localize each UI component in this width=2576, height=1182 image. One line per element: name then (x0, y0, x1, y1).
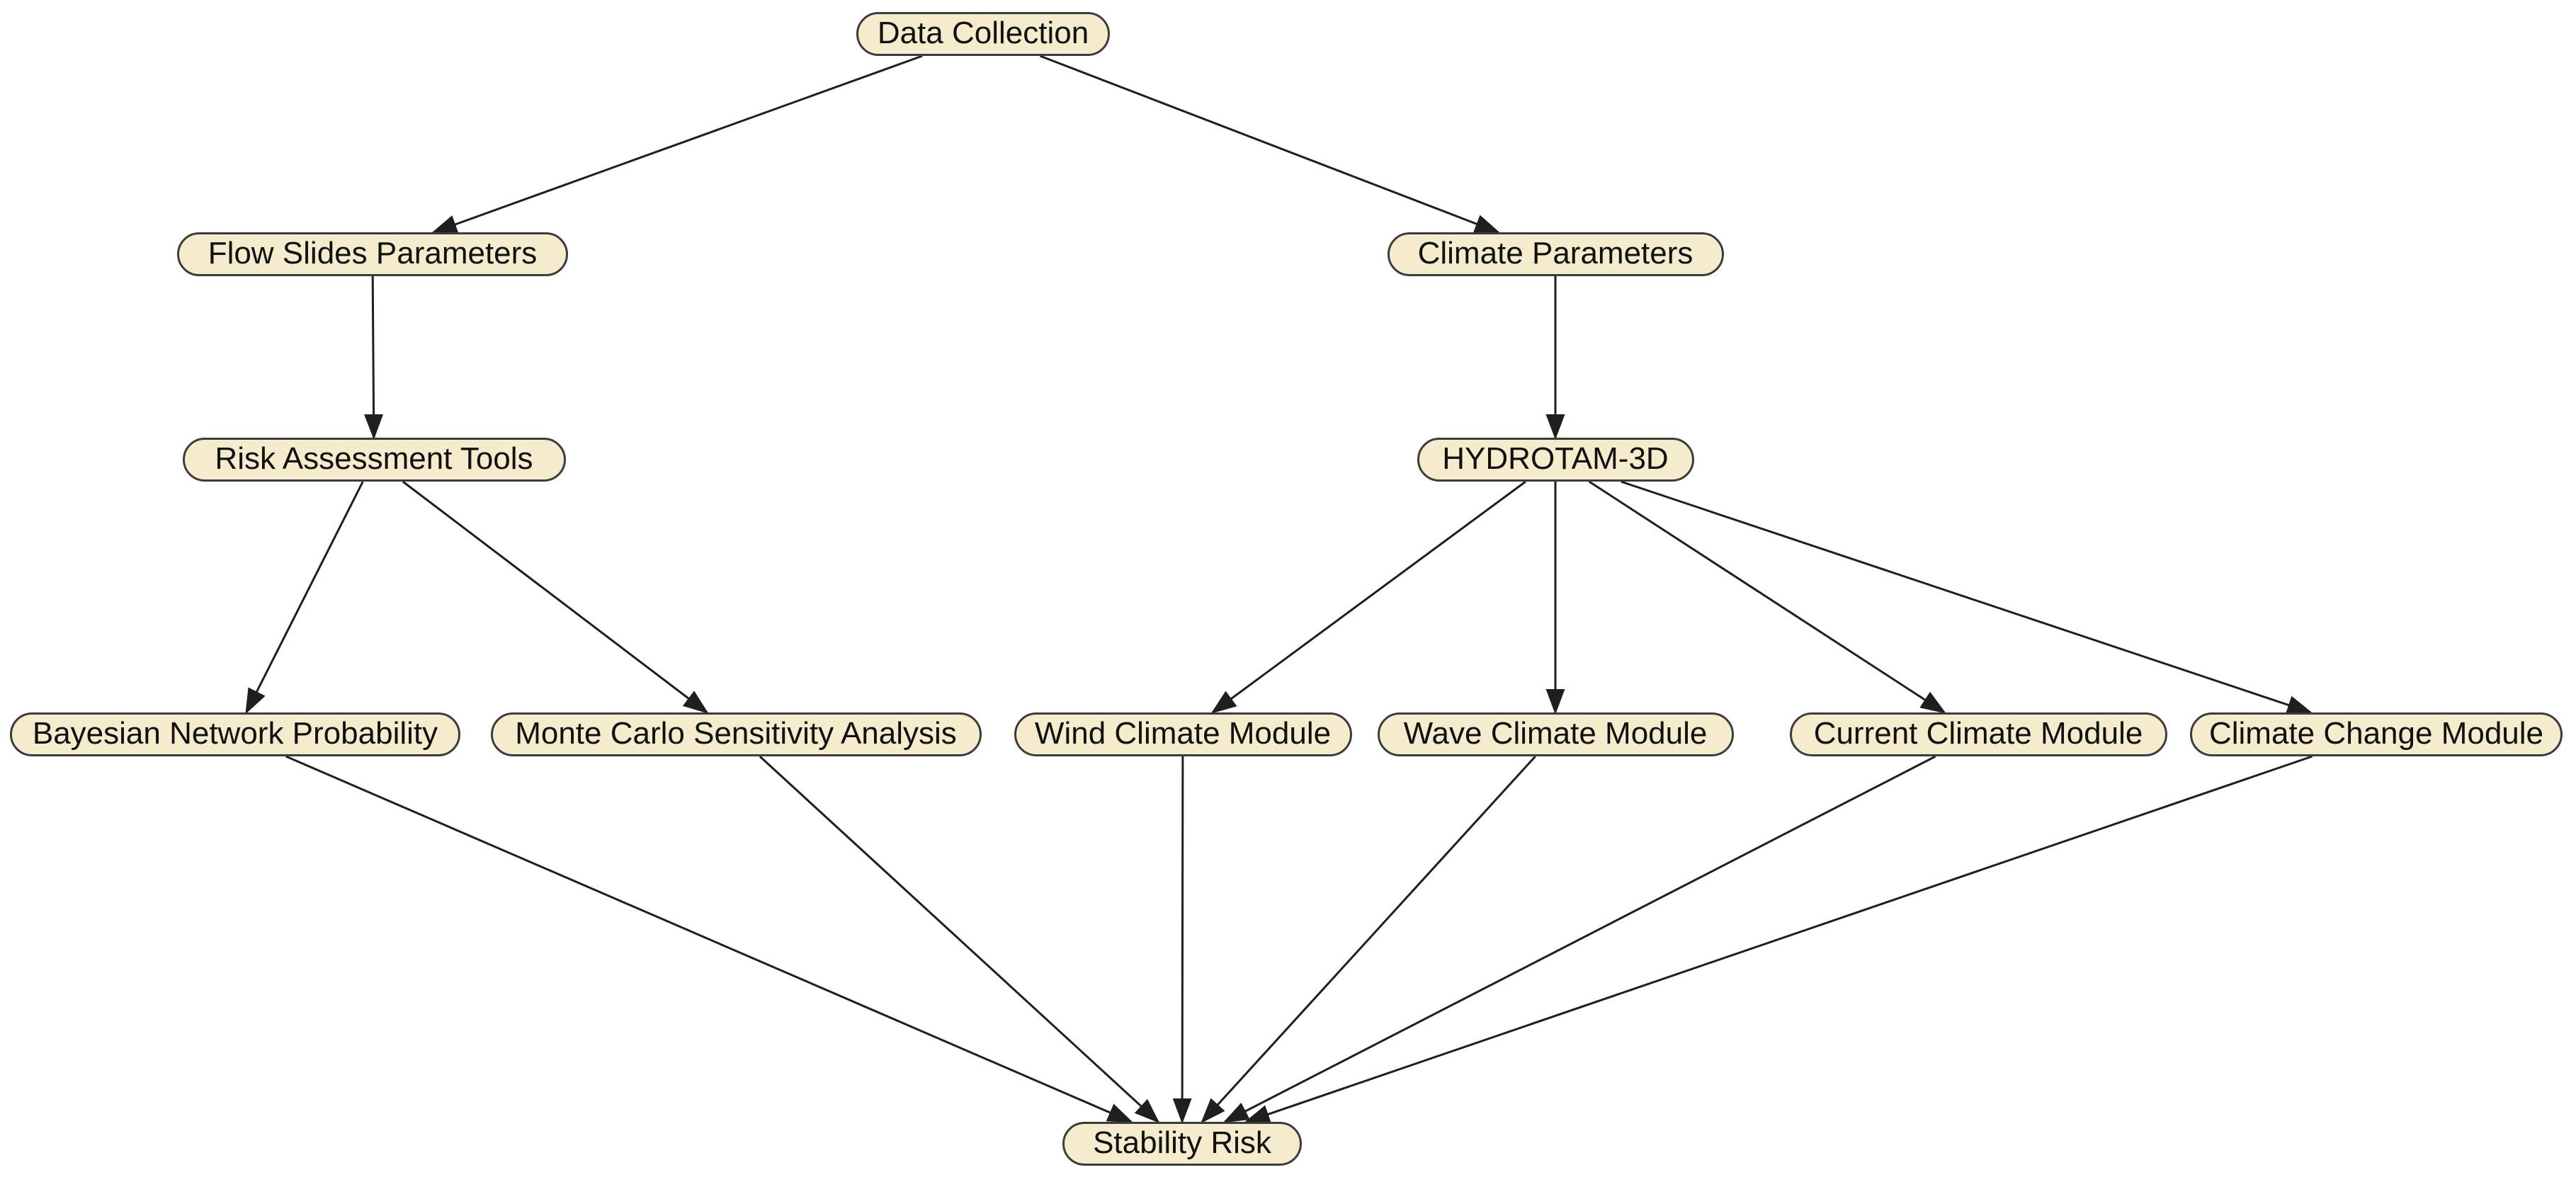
edge-bayesian-network-probability-to-stability-risk (285, 755, 1134, 1123)
node-stability-risk: Stability Risk (1062, 1122, 1302, 1166)
node-label: Wave Climate Module (1403, 716, 1708, 751)
edge-current-climate-module-to-stability-risk (1222, 755, 1936, 1123)
node-data-collection: Data Collection (856, 12, 1110, 56)
node-label: Bayesian Network Probability (32, 716, 438, 751)
edge-hydrotam-3d-to-climate-change-module (1621, 480, 2313, 715)
edge-monte-carlo-sensitivity-analysis-to-stability-risk (759, 755, 1160, 1124)
node-climate-change-module: Climate Change Module (2190, 712, 2563, 756)
node-wave-climate-module: Wave Climate Module (1377, 712, 1734, 756)
node-label: Current Climate Module (1813, 716, 2143, 751)
node-label: Risk Assessment Tools (215, 441, 533, 476)
edge-wind-climate-module-to-stability-risk (1172, 756, 1192, 1124)
edge-risk-assessment-tools-to-monte-carlo-sensitivity-analysis (402, 480, 709, 714)
node-label: HYDROTAM-3D (1442, 441, 1669, 476)
node-wind-climate-module: Wind Climate Module (1014, 712, 1352, 756)
node-flow-slides-parameters: Flow Slides Parameters (177, 232, 568, 276)
edge-hydrotam-3d-to-wind-climate-module (1210, 480, 1526, 714)
edge-risk-assessment-tools-to-bayesian-network-probability (245, 481, 364, 715)
edge-flow-slides-parameters-to-risk-assessment-tools (364, 275, 384, 440)
edge-wave-climate-module-to-stability-risk (1201, 755, 1536, 1124)
node-climate-parameters: Climate Parameters (1387, 232, 1724, 276)
node-label: Monte Carlo Sensitivity Analysis (515, 716, 957, 751)
node-monte-carlo-sensitivity-analysis: Monte Carlo Sensitivity Analysis (490, 712, 982, 756)
edge-data-collection-to-climate-parameters (1039, 55, 1501, 234)
node-label: Stability Risk (1093, 1125, 1271, 1160)
node-label: Flow Slides Parameters (208, 236, 538, 271)
edge-climate-change-module-to-stability-risk (1244, 755, 2313, 1124)
node-label: Wind Climate Module (1034, 716, 1332, 751)
edge-data-collection-to-flow-slides-parameters (431, 55, 923, 234)
edge-hydrotam-3d-to-current-climate-module (1588, 480, 1946, 714)
node-current-climate-module: Current Climate Module (1789, 712, 2167, 756)
node-hydrotam-3d: HYDROTAM-3D (1417, 438, 1694, 482)
node-label: Data Collection (877, 16, 1089, 50)
node-bayesian-network-probability: Bayesian Network Probability (10, 712, 460, 756)
node-label: Climate Change Module (2208, 716, 2544, 751)
node-risk-assessment-tools: Risk Assessment Tools (182, 438, 566, 482)
node-label: Climate Parameters (1417, 236, 1693, 271)
